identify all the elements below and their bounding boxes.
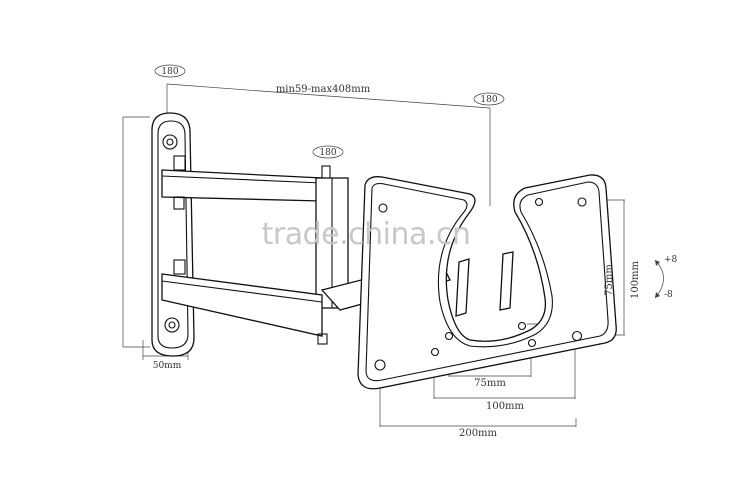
watermark-text: trade.china.cn [262, 217, 471, 252]
rotation-label-top-right: 180 [480, 95, 497, 105]
tilt-down-label: -8 [664, 290, 673, 300]
vesa-75-h-label: 75mm [474, 378, 506, 389]
tilt-indicator [654, 259, 664, 299]
rotation-label-top-left: 180 [161, 67, 178, 77]
wall-plate-width-label: 50mm [153, 361, 182, 371]
extension-label: min59-max408mm [276, 84, 371, 95]
rotation-badges [154, 64, 505, 159]
rotation-label-arm: 180 [319, 148, 336, 158]
vesa-100-h-label: 100mm [486, 401, 525, 412]
vesa-75-v-label: 75mm [604, 264, 615, 296]
wall-plate [151, 112, 195, 357]
diagram-labels: 180 180 180 min59-max408mm 50mm 75mm 100… [153, 67, 678, 439]
vesa-100-v-label: 100mm [630, 260, 641, 299]
upper-arm [161, 155, 331, 210]
vesa-200-h-label: 200mm [459, 428, 498, 439]
tilt-up-label: +8 [664, 255, 678, 265]
vesa-plate [357, 174, 617, 390]
